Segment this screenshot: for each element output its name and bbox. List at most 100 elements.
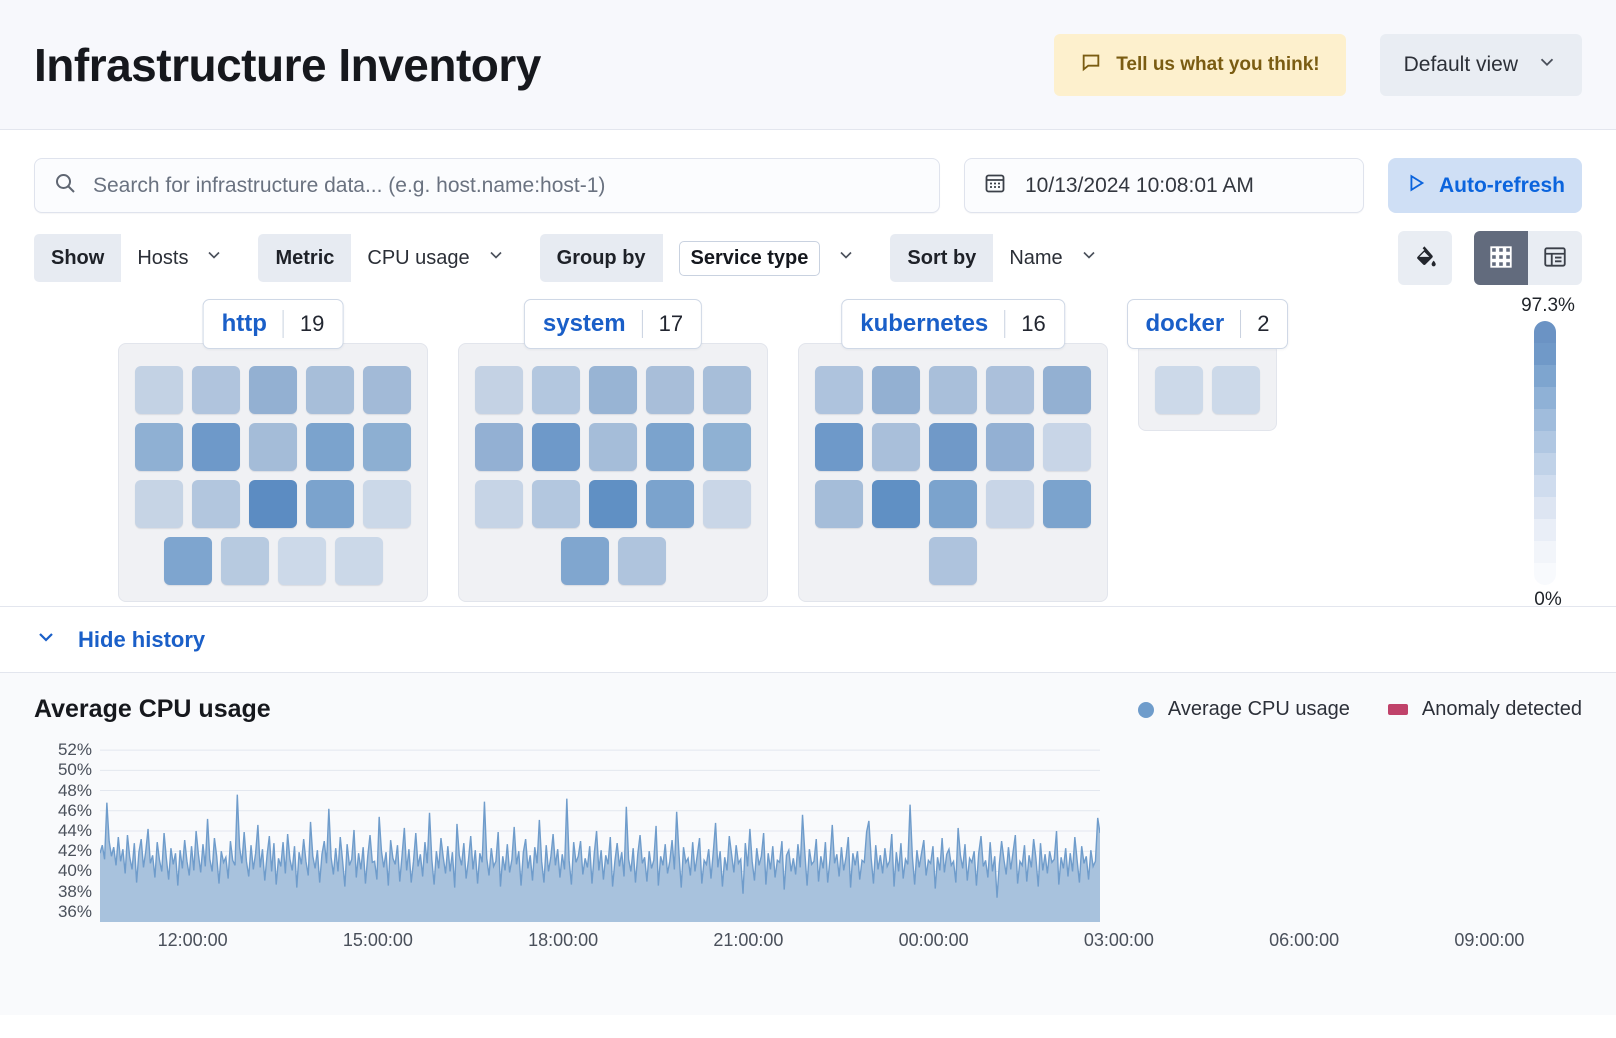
group-chip-divider	[641, 310, 643, 338]
host-cell[interactable]	[532, 366, 580, 414]
color-fill-button[interactable]	[1398, 231, 1452, 285]
view-selector-button[interactable]: Default view	[1379, 33, 1582, 96]
filter-group-by-value: Service type	[678, 240, 821, 276]
host-cell[interactable]	[475, 423, 523, 471]
host-cell[interactable]	[929, 480, 977, 528]
legend-max-label: 97.3%	[1521, 295, 1575, 316]
host-cell[interactable]	[872, 423, 920, 471]
grid-view-button[interactable]	[1474, 231, 1528, 285]
host-cell[interactable]	[986, 423, 1034, 471]
host-cell[interactable]	[646, 366, 694, 414]
host-cell[interactable]	[163, 537, 212, 585]
hide-history-button[interactable]: Hide history	[34, 625, 205, 655]
y-axis-tick: 50%	[57, 760, 92, 780]
host-cell[interactable]	[192, 423, 240, 471]
host-cell[interactable]	[363, 366, 411, 414]
host-cell[interactable]	[815, 423, 863, 471]
host-cell[interactable]	[703, 480, 751, 528]
filter-metric-select[interactable]: CPU usage	[351, 234, 522, 282]
group-chip-divider	[1004, 310, 1006, 338]
host-cell[interactable]	[1043, 480, 1091, 528]
host-cell[interactable]	[815, 480, 863, 528]
filter-group-by-select[interactable]: Service type	[662, 234, 873, 282]
search-input[interactable]: Search for infrastructure data... (e.g. …	[34, 158, 940, 213]
host-cell[interactable]	[306, 480, 354, 528]
host-cell[interactable]	[475, 480, 523, 528]
host-cell[interactable]	[703, 423, 751, 471]
x-axis-tick: 15:00:00	[342, 930, 413, 950]
legend-item-anomaly-detected[interactable]: Anomaly detected	[1387, 698, 1582, 721]
auto-refresh-button[interactable]: Auto-refresh	[1388, 158, 1582, 213]
host-cell[interactable]	[135, 423, 183, 471]
cell-row	[135, 366, 411, 414]
host-cell[interactable]	[306, 366, 354, 414]
host-cell[interactable]	[249, 423, 297, 471]
host-cell[interactable]	[220, 537, 269, 585]
host-cell[interactable]	[363, 480, 411, 528]
legend-step	[1534, 321, 1556, 343]
host-cell[interactable]	[249, 366, 297, 414]
host-cell[interactable]	[815, 366, 863, 414]
host-cell[interactable]	[589, 423, 637, 471]
host-cell[interactable]	[1043, 423, 1091, 471]
cell-row	[929, 537, 977, 585]
host-cell[interactable]	[617, 537, 666, 585]
host-cell[interactable]	[929, 366, 977, 414]
view-selector-label: Default view	[1403, 52, 1518, 76]
table-view-button[interactable]	[1528, 231, 1582, 285]
host-cell[interactable]	[135, 480, 183, 528]
host-cell[interactable]	[1155, 366, 1203, 414]
chart-area-fill	[100, 794, 1100, 922]
filter-group-by: Group by Service type	[539, 234, 873, 282]
host-cell[interactable]	[532, 423, 580, 471]
host-cell[interactable]	[532, 480, 580, 528]
host-cell[interactable]	[986, 366, 1034, 414]
host-cell[interactable]	[646, 480, 694, 528]
chevron-down-icon	[486, 245, 506, 271]
host-cell[interactable]	[249, 480, 297, 528]
cell-row	[475, 423, 751, 471]
filter-sort-by-select[interactable]: Name	[993, 234, 1115, 282]
filter-show-select[interactable]: Hosts	[121, 234, 241, 282]
host-cell[interactable]	[872, 366, 920, 414]
host-cell[interactable]	[646, 423, 694, 471]
auto-refresh-label: Auto-refresh	[1438, 173, 1565, 197]
host-cell[interactable]	[703, 366, 751, 414]
legend-item-average-cpu-usage[interactable]: Average CPU usage	[1137, 698, 1350, 721]
host-cell[interactable]	[135, 366, 183, 414]
date-picker[interactable]: 10/13/2024 10:08:01 AM	[964, 158, 1364, 213]
host-cell[interactable]	[589, 480, 637, 528]
host-cell[interactable]	[192, 480, 240, 528]
host-cell[interactable]	[306, 423, 354, 471]
search-icon	[53, 171, 77, 200]
host-cell[interactable]	[192, 366, 240, 414]
group-chip-divider	[282, 310, 284, 338]
chevron-down-icon	[836, 245, 856, 271]
host-cell[interactable]	[1043, 366, 1091, 414]
host-cell[interactable]	[929, 537, 977, 585]
host-cell[interactable]	[1212, 366, 1260, 414]
host-cell[interactable]	[872, 480, 920, 528]
host-cell[interactable]	[929, 423, 977, 471]
chevron-down-icon	[1536, 51, 1558, 79]
legend-step	[1534, 453, 1556, 475]
host-cell[interactable]	[475, 366, 523, 414]
y-axis-tick: 40%	[57, 861, 92, 881]
chart-title: Average CPU usage	[34, 695, 271, 723]
x-axis-tick: 12:00:00	[157, 930, 228, 950]
host-cell[interactable]	[589, 366, 637, 414]
host-cell[interactable]	[363, 423, 411, 471]
group-body-docker	[1138, 343, 1277, 431]
host-cell[interactable]	[560, 537, 609, 585]
host-cell[interactable]	[277, 537, 326, 585]
host-cell[interactable]	[986, 480, 1034, 528]
host-cell[interactable]	[334, 537, 383, 585]
feedback-button[interactable]: Tell us what you think!	[1054, 33, 1346, 96]
legend-square-icon	[1387, 704, 1408, 715]
